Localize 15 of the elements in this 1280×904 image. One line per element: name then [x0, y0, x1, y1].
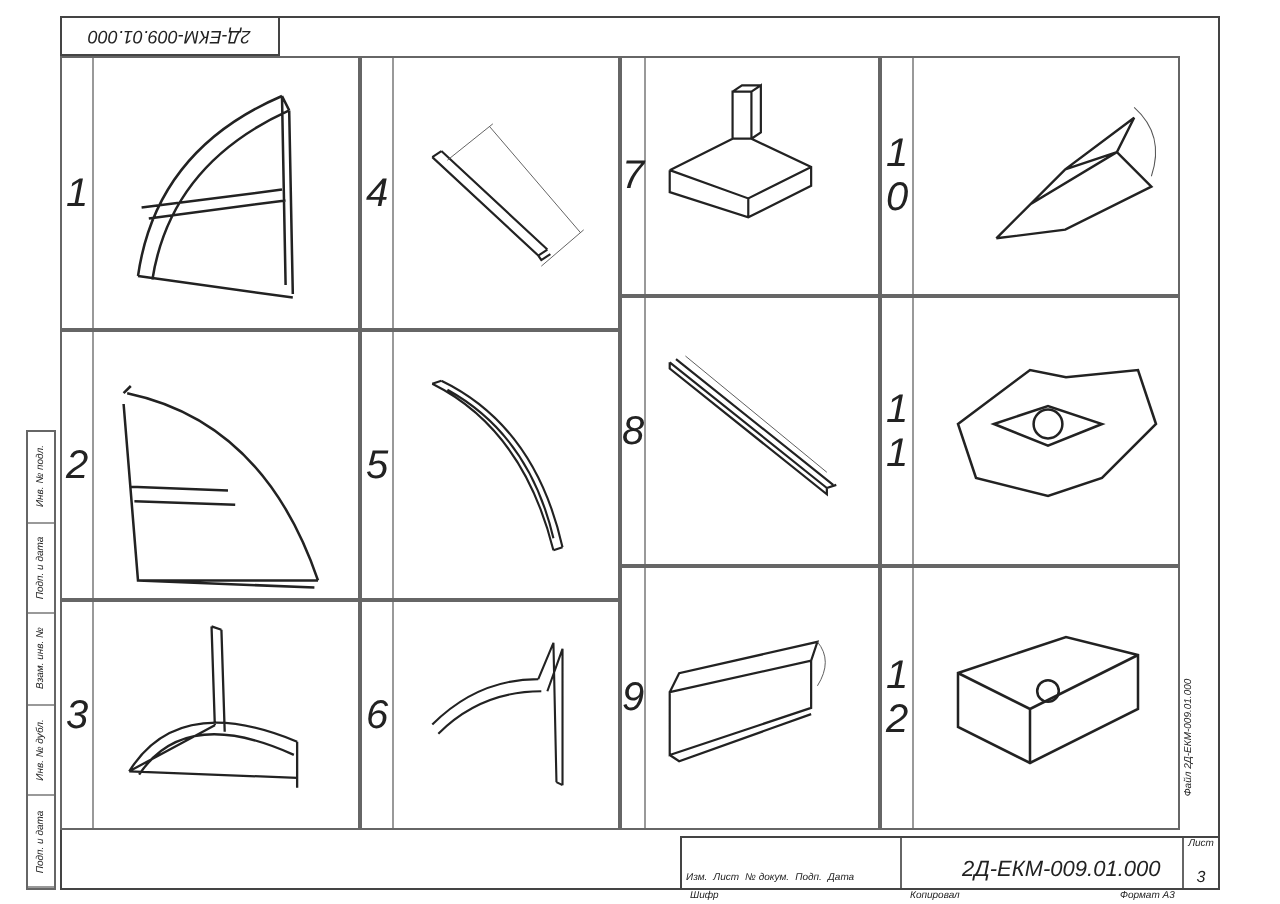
stamp-text: 2Д-ЕКМ-009.01.000	[88, 25, 252, 50]
part-number: 10	[885, 132, 909, 220]
part-number: 12	[885, 654, 909, 742]
part-number: 4	[365, 171, 389, 215]
part-number: 5	[365, 443, 389, 487]
part-number: 6	[365, 693, 389, 737]
part-number: 9	[621, 676, 645, 720]
part-number: 3	[65, 693, 89, 737]
document-number: 2Д-ЕКМ-009.01.000	[962, 856, 1161, 886]
part-number: 11	[885, 387, 909, 475]
sheet-number: 3	[1196, 865, 1206, 889]
part-number: 1	[65, 171, 89, 215]
part-number: 7	[621, 154, 645, 198]
part-number: 2	[65, 443, 89, 487]
part-number: 8	[621, 409, 645, 453]
